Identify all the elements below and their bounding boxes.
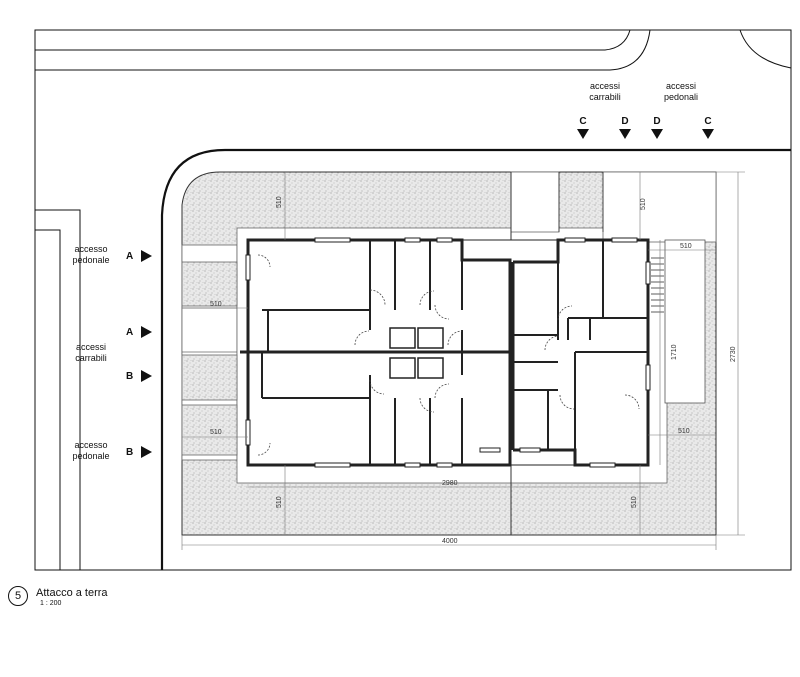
dimension-510: 510 — [680, 243, 692, 250]
stair-treads — [651, 257, 664, 313]
paved-area — [510, 171, 560, 233]
windows — [245, 237, 651, 468]
drawing-frame — [34, 29, 792, 571]
marker-arrow-down — [651, 129, 663, 139]
dimension-510: 510 — [276, 196, 283, 208]
marker-arrow-down — [619, 129, 631, 139]
marker-b: B — [126, 447, 133, 458]
dimension-lines — [181, 171, 745, 550]
dimension-4000: 4000 — [442, 538, 458, 545]
street-edge — [35, 229, 61, 570]
dimension-510: 510 — [210, 301, 222, 308]
marker-arrow-down — [702, 129, 714, 139]
marker-arrow-right — [141, 250, 152, 262]
dimension-510: 510 — [631, 496, 638, 508]
marker-c: C — [704, 116, 711, 127]
dimension-510: 510 — [276, 496, 283, 508]
road-edge — [35, 29, 651, 71]
parking-bay — [181, 354, 238, 401]
marker-arrow-down — [577, 129, 589, 139]
building — [240, 238, 650, 467]
lot-boundary — [160, 148, 791, 570]
drawing-title: Attacco a terra — [36, 587, 108, 599]
marker-arrow-right — [141, 446, 152, 458]
site-plan-drawing: 510 510 510 510 510 510 510 510 1710 273… — [34, 29, 792, 571]
parking-bay — [181, 404, 238, 456]
marker-c: C — [579, 116, 586, 127]
dimension-510: 510 — [678, 428, 690, 435]
road-curve — [739, 29, 792, 69]
road-edge — [35, 29, 631, 51]
marker-d: D — [653, 116, 660, 127]
dimension-510: 510 — [210, 429, 222, 436]
dimension-2980: 2980 — [442, 480, 458, 487]
parking-bay — [181, 261, 238, 307]
marker-arrow-right — [141, 370, 152, 382]
door-swings — [257, 254, 640, 456]
street-edge — [35, 209, 81, 570]
marker-a: A — [126, 327, 133, 338]
marker-d: D — [621, 116, 628, 127]
marker-b: B — [126, 371, 133, 382]
dimension-510: 510 — [640, 198, 647, 210]
marker-a: A — [126, 251, 133, 262]
drawing-scale: 1 : 200 — [40, 600, 62, 607]
ramp — [664, 239, 706, 404]
paved-area — [602, 171, 717, 243]
dimension-1710: 1710 — [671, 344, 678, 360]
marker-arrow-right — [141, 326, 152, 338]
drawing-number: 5 — [8, 586, 28, 606]
dimension-2730: 2730 — [730, 346, 737, 362]
